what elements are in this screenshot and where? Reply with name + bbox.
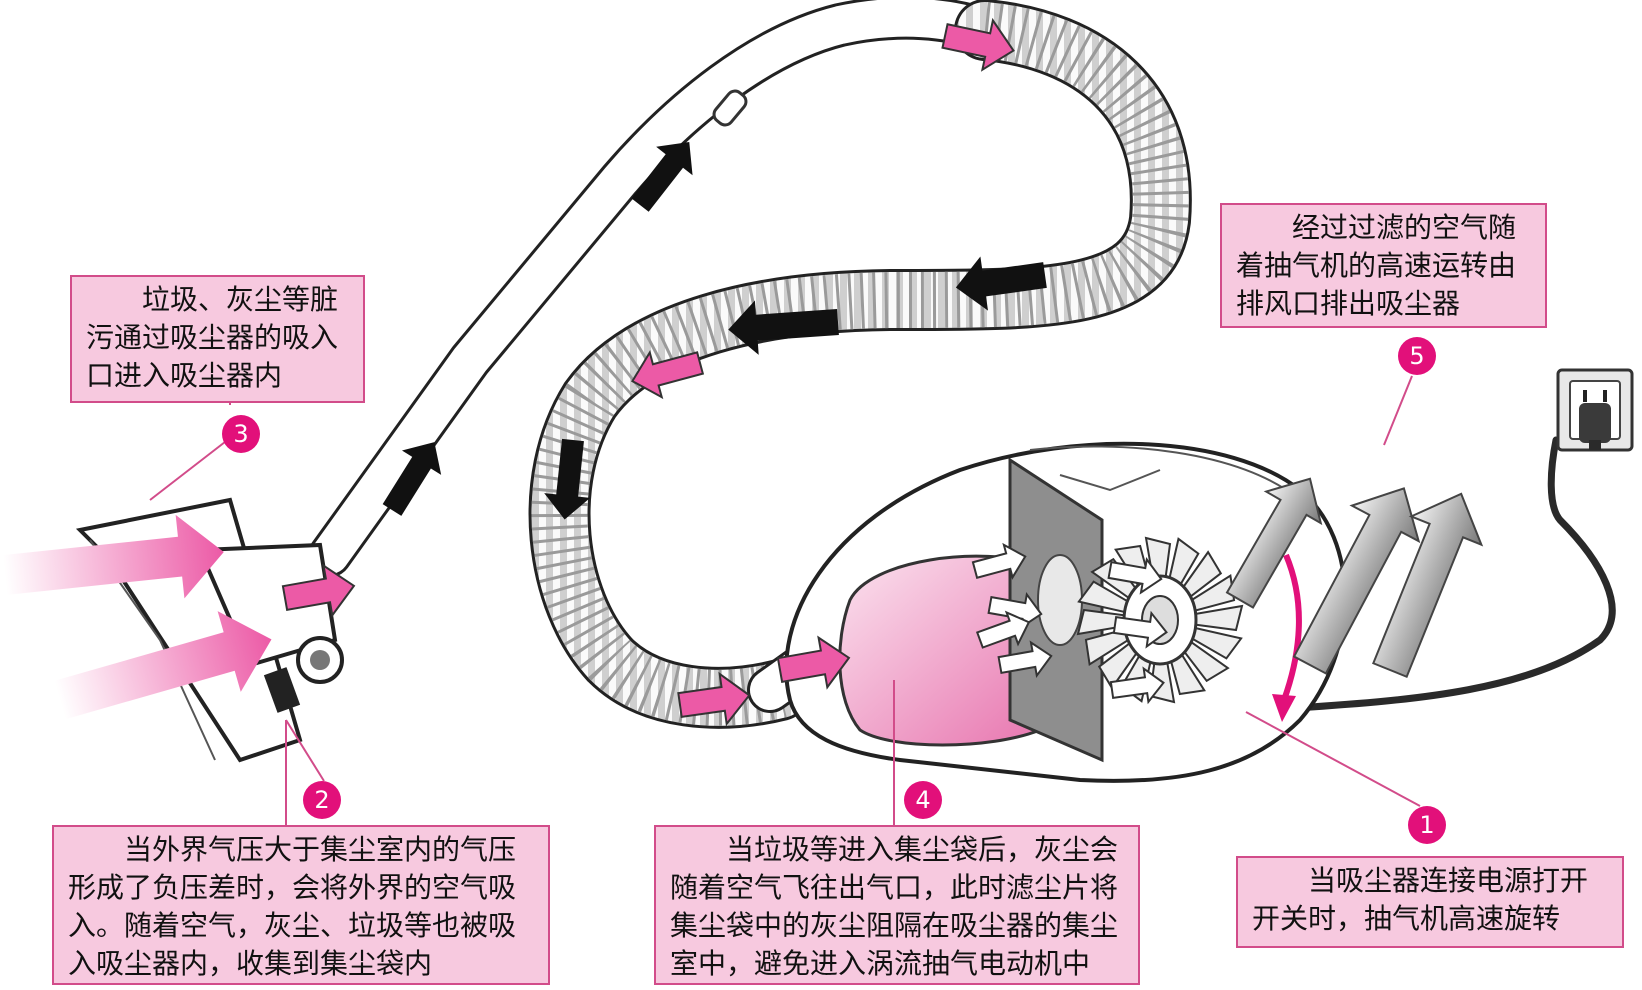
power-plug-icon <box>1579 403 1611 450</box>
hose-icon <box>528 0 1192 729</box>
filter-flow-arrow-3 <box>975 610 1031 649</box>
leader-line-5 <box>1383 375 1413 446</box>
air-arrow-intake-top <box>2 514 224 599</box>
air-arrow-hose-top <box>941 17 1015 72</box>
air-arrow-hose-bend <box>630 350 705 400</box>
exhaust-arrow-inner <box>1225 477 1323 609</box>
leader-line-1 <box>1245 711 1421 807</box>
callout-4: 当垃圾等进入集尘袋后，灰尘会随着空气飞往出气口，此时滤尘片将集尘袋中的灰尘阻隔在… <box>654 825 1140 985</box>
callout-2: 当外界气压大于集尘室内的气压形成了负压差时，会将外界的空气吸入。随着空气，灰尘、… <box>52 825 550 985</box>
badge-2: 2 <box>303 781 341 819</box>
badge-1: 1 <box>1408 806 1446 844</box>
filter-flow-arrow-1 <box>971 542 1027 580</box>
dust-arrow-hose-right <box>955 256 1047 311</box>
rotation-arrow <box>1281 553 1302 702</box>
air-arrow-intake-bottom <box>54 611 272 720</box>
badge-5: 5 <box>1398 337 1436 375</box>
exhaust-arrow-right <box>1372 492 1484 679</box>
leader-line-3 <box>149 434 235 501</box>
suction-head-icon <box>75 497 344 763</box>
fan-motor-icon <box>1076 536 1244 704</box>
air-arrow-nozzle <box>281 563 356 618</box>
callout-5: 经过过滤的空气随着抽气机的高速运转由排风口排出吸尘器 <box>1220 203 1547 328</box>
filter-flow-arrow-5 <box>1107 556 1163 595</box>
handle-switch <box>712 89 748 127</box>
callout-1: 当吸尘器连接电源打开开关时，抽气机高速旋转 <box>1236 856 1624 948</box>
callout-3: 垃圾、灰尘等脏污通过吸尘器的吸入口进入吸尘器内 <box>70 275 365 403</box>
filter-flow-arrow-6 <box>1112 610 1168 649</box>
dust-arrow-wand-upper <box>631 141 693 212</box>
air-arrow-hose-end <box>677 671 751 727</box>
badge-4: 4 <box>904 781 942 819</box>
filter-flow-arrow-4 <box>997 640 1053 679</box>
filter-flow-arrow-2 <box>987 591 1043 630</box>
dust-arrow-hose-mid <box>728 300 839 355</box>
power-cord <box>1292 436 1616 712</box>
filter-flow-arrow-7 <box>1109 666 1165 705</box>
badge-3: 3 <box>222 415 260 453</box>
dust-arrow-hose-down <box>544 438 591 520</box>
leader-line-2 <box>285 719 325 782</box>
dust-arrow-wand-lower <box>382 442 442 516</box>
exhaust-arrow-left <box>1292 487 1421 675</box>
air-arrow-into-bag <box>776 635 851 690</box>
